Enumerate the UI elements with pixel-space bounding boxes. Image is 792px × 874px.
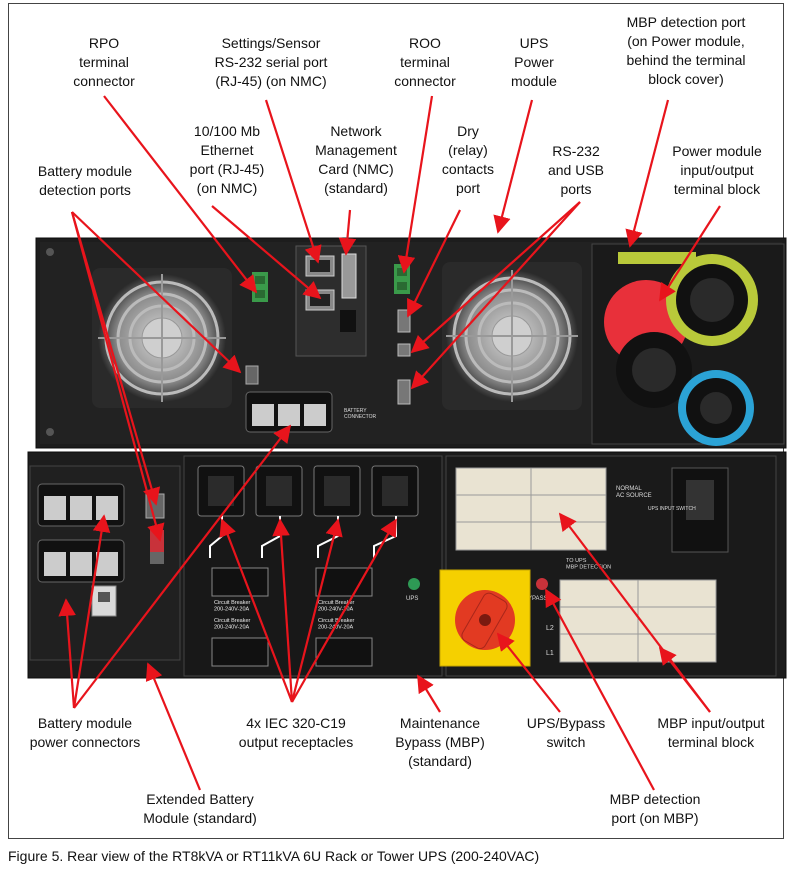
cb3-line: 200-240V-20A [214, 624, 249, 630]
label-battery-detection-ports: Battery module detection ports [37, 163, 133, 198]
label-power-module-terminal-block: Power module input/output terminal block [672, 143, 762, 197]
l2-line: L2 [546, 625, 554, 632]
ups-line: UPS [406, 596, 418, 602]
label-roo-terminal-connector: ROO terminal connector [394, 35, 456, 89]
power-terminal-block [591, 243, 785, 446]
input-switch-line: UPS INPUT SWITCH [648, 506, 696, 512]
batt-conn-line: CONNECTOR [344, 414, 377, 420]
normal-line: AC SOURCE [616, 493, 652, 499]
normal-line: NORMAL [616, 486, 642, 492]
ups-input-switch-text: UPS INPUT SWITCH [648, 506, 696, 512]
label-nmc: Network Management Card (NMC) (standard) [315, 123, 397, 196]
label-maintenance-bypass: Maintenance Bypass (MBP) (standard) [395, 715, 485, 769]
nmc-card [295, 245, 367, 357]
extended-battery-module [29, 465, 181, 661]
label-extended-battery-module: Extended Battery Module (standard) [143, 791, 257, 826]
comm-ports [397, 309, 411, 405]
cb2-line: Circuit Breaker [318, 600, 355, 606]
bypass-line: BYPASS [524, 596, 548, 602]
label-mbp-io-terminal-block: MBP input/output terminal block [657, 715, 765, 750]
roo-connector [394, 264, 410, 294]
batt-conn-line: BATTERY [344, 408, 367, 414]
label-mbp-detection-port-mbp: MBP detection port (on MBP) [609, 791, 701, 826]
battery-detection-port-upper [245, 365, 259, 385]
mbpdet-line: MBP DETECTION [566, 564, 611, 570]
label-iec-receptacles: 4x IEC 320-C19 output receptacles [238, 715, 354, 750]
figure-caption: Figure 5. Rear view of the RT8kVA or RT1… [8, 848, 540, 864]
l1-line: L1 [546, 650, 554, 657]
right-fan [442, 262, 582, 410]
cb4-line: Circuit Breaker [318, 618, 355, 624]
rpo-connector [252, 272, 268, 302]
left-fan [92, 268, 232, 408]
label-rpo-terminal-connector: RPO terminal connector [73, 35, 135, 89]
label-rs232-usb-ports: RS-232 and USB ports [547, 143, 605, 197]
cb1-line: 200-240V-20A [214, 606, 249, 612]
mbpdet-line: TO UPS [566, 558, 587, 564]
label-ethernet-port: 10/100 Mb Ethernet port (RJ-45) (on NMC) [189, 123, 265, 196]
cb3-line: Circuit Breaker [214, 618, 251, 624]
label-settings-sensor-port: Settings/Sensor RS-232 serial port (RJ-4… [214, 35, 328, 89]
label-ups-bypass-switch: UPS/Bypass switch [526, 715, 606, 750]
l2-text: L2 [546, 625, 554, 632]
cb2-line: 200-240V-20A [318, 606, 353, 612]
cb1-line: Circuit Breaker [214, 600, 251, 606]
ups-led-text: UPS [406, 596, 418, 602]
label-battery-power-connectors: Battery module power connectors [29, 715, 141, 750]
l1-text: L1 [546, 650, 554, 657]
bypass-led-text: BYPASS [524, 596, 548, 602]
label-mbp-detection-port-power: MBP detection port (on Power module, beh… [626, 14, 746, 87]
label-dry-contacts-port: Dry (relay) contacts port [441, 123, 495, 196]
label-ups-power-module: UPS Power module [511, 35, 557, 89]
callout-arrows [58, 95, 721, 791]
